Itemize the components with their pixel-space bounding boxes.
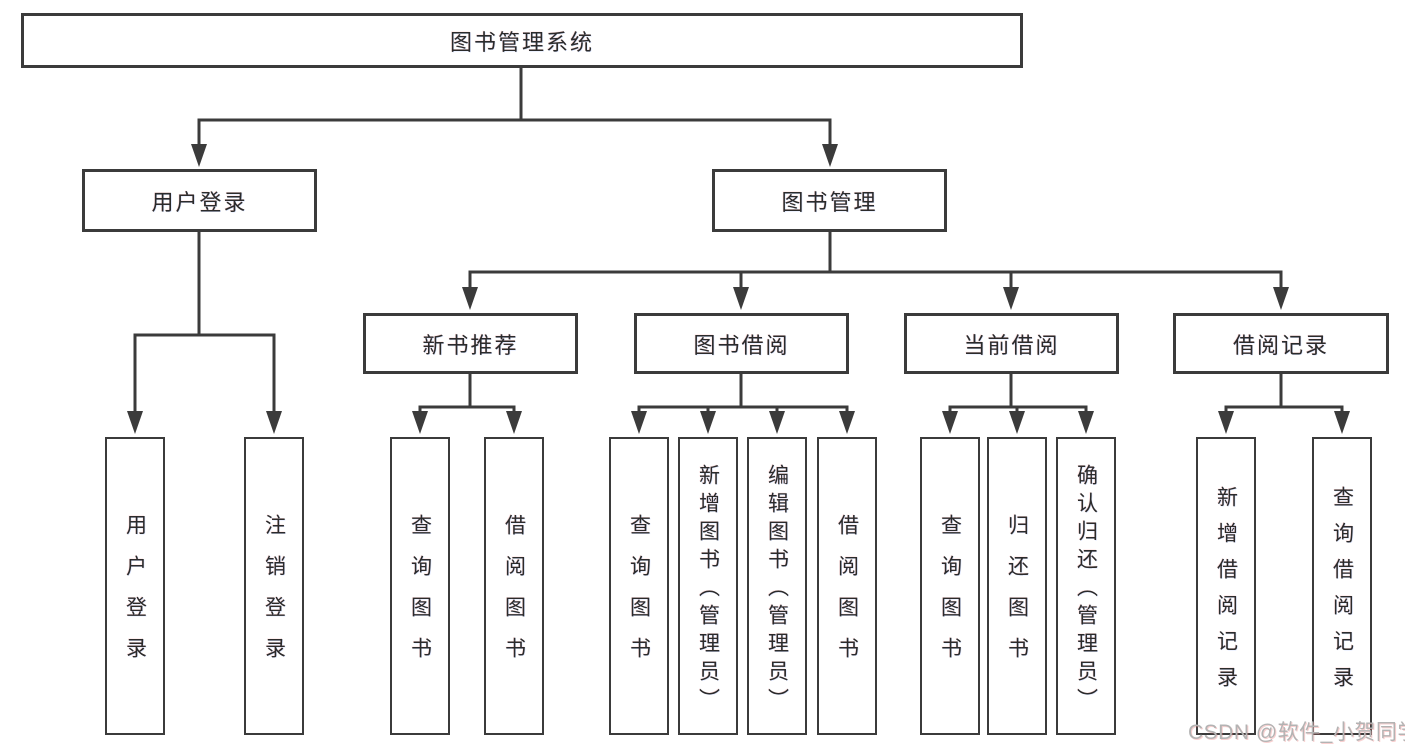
node-user-login: 用户登录 (82, 169, 317, 232)
node-label: 新增图书（管理员） (696, 463, 720, 716)
node-book-borrowing: 图书借阅 (634, 313, 849, 374)
leaf-query-books-recommend: 查询图书 (390, 437, 450, 735)
leaf-user-login: 用户登录 (105, 437, 165, 735)
leaf-edit-book-admin: 编辑图书（管理员） (747, 437, 807, 735)
leaf-logout-login: 注销登录 (244, 437, 304, 735)
node-label: 新书推荐 (422, 332, 519, 358)
leaf-borrow-books-recommend: 借阅图书 (484, 437, 544, 735)
node-library-management-system: 图书管理系统 (21, 13, 1023, 68)
arrowhead-down (700, 411, 716, 434)
node-label: 编辑图书（管理员） (765, 463, 789, 716)
connector-current-borrowing-branch (942, 371, 1094, 434)
arrowhead-down (1218, 411, 1234, 434)
leaf-confirm-return-admin: 确认归还（管理员） (1056, 437, 1116, 735)
node-label: 当前借阅 (963, 332, 1060, 358)
node-label: 注销登录 (262, 514, 286, 678)
arrowhead-down (1003, 287, 1019, 310)
arrowhead-down (462, 287, 478, 310)
arrowhead-down (1009, 411, 1025, 434)
node-label: 借阅记录 (1232, 332, 1329, 358)
node-label: 查询图书 (938, 514, 962, 678)
node-label: 确认归还（管理员） (1074, 463, 1098, 716)
node-label: 图书借阅 (693, 332, 790, 358)
node-label: 图书管理 (781, 189, 878, 215)
arrowhead-down (822, 144, 838, 167)
leaf-add-book-admin: 新增图书（管理员） (678, 437, 738, 735)
leaf-borrow-books: 借阅图书 (817, 437, 877, 735)
connector-book-management-to-level3 (462, 229, 1289, 310)
connector-user-login-branch (127, 229, 282, 434)
node-label: 查询图书 (408, 514, 432, 678)
leaf-query-books-current: 查询图书 (920, 437, 980, 735)
node-label: 查询借阅记录 (1330, 485, 1354, 702)
node-label: 图书管理系统 (449, 29, 594, 55)
arrowhead-down (127, 411, 143, 434)
arrowhead-down (506, 411, 522, 434)
node-label: 用户登录 (151, 189, 248, 215)
arrowhead-down (1078, 411, 1094, 434)
arrowhead-down (769, 411, 785, 434)
arrowhead-down (1334, 411, 1350, 434)
connector-book-borrowing-branch (631, 371, 855, 434)
arrowhead-down (1273, 287, 1289, 310)
leaf-query-books-borrow: 查询图书 (609, 437, 669, 735)
leaf-add-borrow-record: 新增借阅记录 (1196, 437, 1256, 735)
node-label: 借阅图书 (502, 514, 526, 678)
arrowhead-down (839, 411, 855, 434)
node-borrowing-records: 借阅记录 (1173, 313, 1389, 374)
node-new-book-recommendation: 新书推荐 (363, 313, 578, 374)
arrowhead-down (191, 144, 207, 167)
connector-root-to-level2 (191, 66, 838, 167)
arrowhead-down (266, 411, 282, 434)
arrowhead-down (733, 287, 749, 310)
node-label: 用户登录 (123, 514, 147, 678)
node-current-borrowing: 当前借阅 (904, 313, 1119, 374)
arrowhead-down (942, 411, 958, 434)
csdn-watermark: CSDN @软件_小贺同学 (1188, 721, 1405, 744)
connector-new-book-recommendation-branch (412, 371, 522, 434)
node-label: 归还图书 (1005, 514, 1029, 678)
leaf-return-books: 归还图书 (987, 437, 1047, 735)
connector-borrowing-records-branch (1218, 371, 1350, 434)
node-label: 借阅图书 (835, 514, 859, 678)
node-book-management: 图书管理 (712, 169, 947, 232)
leaf-query-borrow-record: 查询借阅记录 (1312, 437, 1372, 735)
node-label: 查询图书 (627, 514, 651, 678)
node-label: 新增借阅记录 (1214, 485, 1238, 702)
arrowhead-down (631, 411, 647, 434)
arrowhead-down (412, 411, 428, 434)
